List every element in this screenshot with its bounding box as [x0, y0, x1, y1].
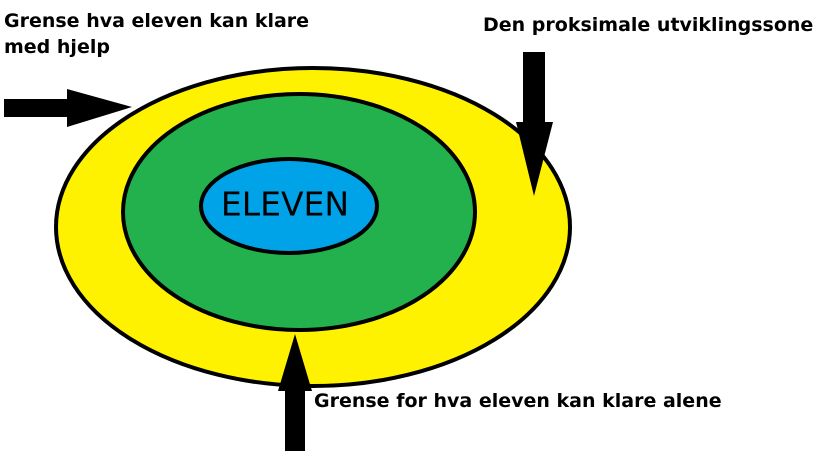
arrow-down-zpd — [516, 52, 553, 196]
zpd-label: Den proksimale utviklingssone — [483, 14, 814, 36]
arrow-up-inner-boundary — [278, 334, 312, 451]
outer-boundary-label-line1: Grense hva eleven kan klare — [4, 10, 310, 32]
inner-boundary-label: Grense for hva eleven kan klare alene — [314, 390, 722, 412]
outer-boundary-label-line2: med hjelp — [4, 36, 110, 58]
center-label: ELEVEN — [221, 185, 349, 224]
center-ellipse — [199, 157, 379, 255]
arrow-right-outer-boundary — [4, 89, 132, 127]
outer-boundary-label: Grense hva eleven kan klare med hjelp — [4, 8, 309, 60]
